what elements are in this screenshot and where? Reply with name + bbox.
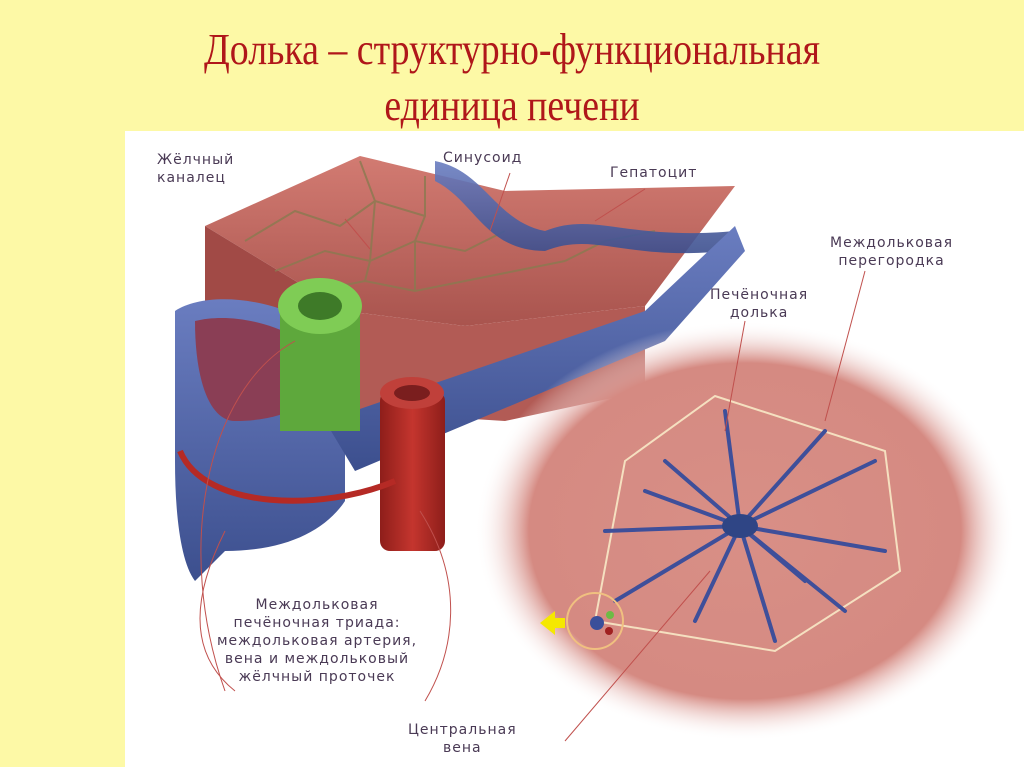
central-vein xyxy=(722,514,758,538)
title-line-2: единица печени xyxy=(384,81,640,130)
highlight-arrow xyxy=(540,611,565,635)
bile-duct xyxy=(278,278,362,431)
label-sinusoid: Синусоид xyxy=(443,150,523,166)
slide-title: Долька – структурно-функциональная едини… xyxy=(72,22,953,134)
label-hepatic-lobule: Печёночная долька xyxy=(710,287,809,321)
label-central-vein: Центральная вена xyxy=(408,722,517,756)
label-bile-canaliculus: Жёлчный каналец xyxy=(157,152,235,186)
portal-triad-highlight xyxy=(566,592,624,650)
hepatic-lobule-section xyxy=(475,321,1015,741)
interlobular-artery xyxy=(177,377,445,551)
title-line-1: Долька – структурно-функциональная xyxy=(203,25,821,74)
liver-lobule-figure: Жёлчный каналец Синусоид Гепатоцит Междо… xyxy=(125,131,1024,767)
label-hepatocyte: Гепатоцит xyxy=(610,165,698,181)
liver-illustration xyxy=(175,156,1015,742)
leader-lines xyxy=(199,172,866,742)
label-portal-triad: Междольковая печёночная триада: междольк… xyxy=(217,597,418,685)
label-interlobular-septum: Междольковая перегородка xyxy=(830,235,954,269)
sinusoid-channel xyxy=(435,161,735,254)
